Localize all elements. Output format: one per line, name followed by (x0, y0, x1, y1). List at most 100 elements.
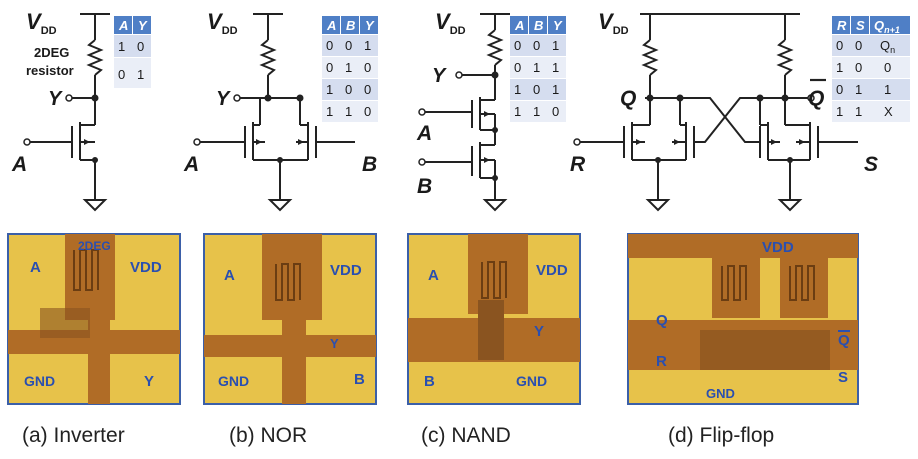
output-y-label: Y (216, 88, 231, 110)
svg-text:1: 1 (345, 104, 352, 119)
svg-text:1: 1 (514, 104, 521, 119)
svg-text:A: A (326, 18, 336, 33)
panel-nand: VDD Y A B (416, 9, 566, 212)
svg-text:Y: Y (330, 336, 339, 351)
svg-text:VDD: VDD (330, 262, 362, 279)
svg-text:GND: GND (218, 373, 249, 389)
svg-text:GND: GND (706, 386, 735, 401)
svg-text:B: B (424, 373, 435, 390)
svg-text:A: A (224, 267, 235, 284)
svg-text:Q: Q (656, 312, 668, 329)
truth-table-flipflop: R S Qn+1 0 0 Qn 1 0 0 0 1 1 1 1 X (832, 16, 910, 122)
caption-nor: (b) NOR (229, 424, 307, 447)
svg-text:1: 1 (884, 82, 891, 97)
svg-text:A: A (118, 18, 128, 33)
svg-text:0: 0 (514, 38, 521, 53)
resistor-label-2: resistor (26, 63, 74, 78)
svg-text:1: 1 (118, 39, 125, 54)
truth-table-inverter: A Y 1 0 0 1 (114, 16, 151, 88)
svg-text:0: 0 (326, 60, 333, 75)
resistor (86, 39, 104, 76)
output-q-label: Q (620, 87, 636, 110)
svg-text:1: 1 (855, 104, 862, 119)
input-a-label: A (183, 153, 199, 176)
svg-text:1: 1 (533, 60, 540, 75)
svg-text:B: B (354, 371, 365, 388)
svg-text:Qn: Qn (880, 38, 895, 55)
svg-text:1: 1 (855, 82, 862, 97)
svg-text:VDD: VDD (762, 239, 794, 256)
svg-text:A: A (428, 267, 439, 284)
svg-text:1: 1 (345, 60, 352, 75)
svg-text:Q: Q (838, 332, 850, 349)
panel-inverter: VDD 2DEG resistor Y A A Y 1 (11, 9, 151, 212)
output-qbar-label: Q (808, 87, 824, 110)
svg-text:0: 0 (364, 60, 371, 75)
input-r-label: R (570, 153, 586, 176)
svg-text:Qn+1: Qn+1 (874, 18, 900, 35)
svg-text:1: 1 (514, 82, 521, 97)
vdd-label: VDD (435, 9, 466, 37)
svg-text:1: 1 (836, 60, 843, 75)
svg-text:0: 0 (836, 82, 843, 97)
micrograph-flipflop: VDD Q R GND Q S (627, 233, 859, 405)
svg-text:1: 1 (364, 38, 371, 53)
truth-table-nand: A B Y 0 0 1 0 1 1 1 0 1 1 1 0 (510, 16, 566, 122)
input-b-label: B (417, 175, 432, 198)
svg-text:R: R (656, 353, 667, 370)
caption-nand: (c) NAND (421, 424, 511, 447)
svg-text:1: 1 (533, 104, 540, 119)
svg-text:0: 0 (514, 60, 521, 75)
svg-text:0: 0 (364, 104, 371, 119)
svg-text:1: 1 (552, 60, 559, 75)
input-a-label: A (416, 122, 432, 145)
svg-text:0: 0 (533, 82, 540, 97)
svg-text:S: S (838, 369, 848, 386)
svg-text:GND: GND (24, 373, 55, 389)
vdd-label: VDD (207, 9, 238, 37)
svg-text:Y: Y (534, 323, 544, 340)
truth-table-nor: A B Y 0 0 1 0 1 0 1 0 0 1 1 0 (322, 16, 378, 122)
caption-inverter: (a) Inverter (22, 424, 125, 447)
svg-text:1: 1 (326, 82, 333, 97)
svg-text:GND: GND (516, 373, 547, 389)
svg-text:0: 0 (345, 82, 352, 97)
svg-text:1: 1 (836, 104, 843, 119)
panel-nor: VDD Y A B (183, 9, 378, 212)
svg-text:S: S (856, 18, 865, 33)
svg-text:0: 0 (855, 60, 862, 75)
vdd-label: VDD (598, 9, 629, 37)
svg-text:1: 1 (137, 67, 144, 82)
svg-text:A: A (514, 18, 524, 33)
svg-text:0: 0 (326, 38, 333, 53)
svg-text:0: 0 (137, 39, 144, 54)
micrograph-nand: A VDD Y B GND (407, 233, 581, 405)
svg-text:X: X (884, 104, 893, 119)
svg-text:VDD: VDD (130, 259, 162, 276)
svg-text:B: B (534, 18, 543, 33)
input-b-label: B (362, 153, 377, 176)
svg-text:Y: Y (144, 373, 154, 390)
svg-text:1: 1 (326, 104, 333, 119)
svg-text:0: 0 (855, 38, 862, 53)
vdd-label: VDD (26, 9, 57, 37)
svg-text:1: 1 (552, 82, 559, 97)
svg-text:0: 0 (552, 104, 559, 119)
svg-text:0: 0 (364, 82, 371, 97)
output-y-label: Y (432, 65, 447, 87)
svg-text:2DEG: 2DEG (78, 239, 111, 253)
micrograph-nor: A VDD Y GND B (203, 233, 377, 405)
svg-text:Y: Y (138, 18, 148, 33)
input-a-label: A (11, 153, 27, 176)
svg-text:R: R (837, 18, 847, 33)
svg-text:0: 0 (836, 38, 843, 53)
panel-flipflop: VDD Q Q R (570, 9, 910, 212)
svg-text:Y: Y (553, 18, 563, 33)
svg-text:0: 0 (884, 60, 891, 75)
svg-text:1: 1 (552, 38, 559, 53)
svg-text:B: B (346, 18, 355, 33)
svg-text:A: A (30, 259, 41, 276)
caption-flipflop: (d) Flip-flop (668, 424, 774, 447)
svg-text:VDD: VDD (536, 262, 568, 279)
